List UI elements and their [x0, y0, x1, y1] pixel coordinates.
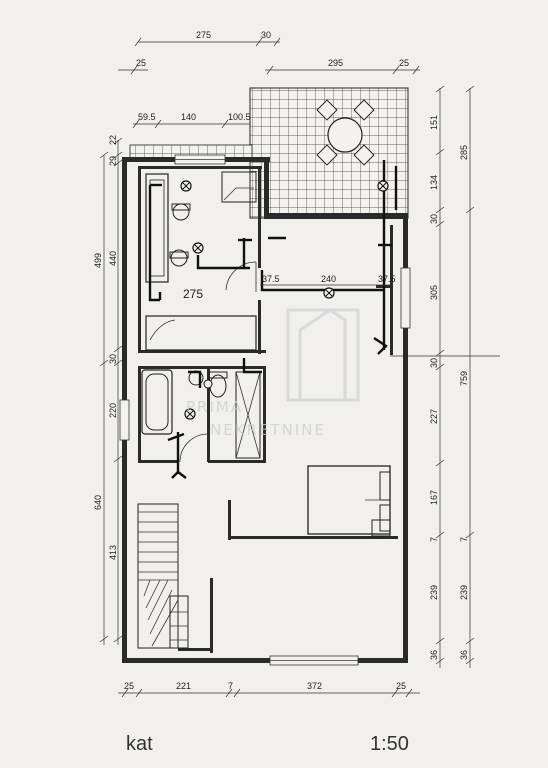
bottom-dim-7: 7 — [228, 681, 233, 691]
top-dim-25-right: 25 — [399, 58, 409, 68]
bedroom-furniture — [145, 171, 257, 351]
right-dim-30-a: 30 — [429, 214, 439, 224]
right-dim-30-b: 30 — [429, 358, 439, 368]
right-dim-167: 167 — [429, 490, 439, 505]
top-dim-295: 295 — [328, 58, 343, 68]
watermark: PRIMA NEKRETNINE — [186, 308, 360, 439]
top-dimension-lines: 275 30 25 295 25 59.5 140 100.5 30 — [118, 30, 420, 129]
right-dimension-lines: 151 134 30 305 30 227 167 7 239 36 285 7… — [390, 85, 500, 668]
top-dim-30: 30 — [261, 30, 271, 40]
plan-title: kat — [126, 733, 153, 755]
left-dim-440: 440 — [108, 251, 118, 266]
right-dim-36-outer: 36 — [459, 650, 469, 660]
living-furniture — [307, 465, 391, 537]
watermark-line2: NEKRETNINE — [210, 421, 326, 439]
left-dim-220: 220 — [108, 403, 118, 418]
left-dimension-lines: 22 29 440 30 220 413 499 640 — [93, 135, 123, 645]
left-dim-30: 30 — [108, 354, 118, 364]
inner-dim-37-5-right: 37.5 — [378, 274, 396, 284]
bottom-dim-25-left: 25 — [124, 681, 134, 691]
bottom-dim-372: 372 — [307, 681, 322, 691]
top-dim-59-5: 59.5 — [138, 112, 156, 122]
interior-walls — [138, 166, 398, 653]
top-dim-100-5: 100.5 — [228, 112, 251, 122]
terrace — [129, 87, 409, 219]
right-dim-36: 36 — [429, 650, 439, 660]
inner-dim-240: 240 — [321, 274, 336, 284]
bathroom-fixtures — [141, 369, 261, 463]
inner-dim-37-5-left: 37.5 — [262, 274, 280, 284]
pipework — [148, 160, 398, 479]
right-dim-759: 759 — [459, 371, 469, 386]
right-dim-151: 151 — [429, 115, 439, 130]
top-dim-140: 140 — [181, 112, 196, 122]
left-dim-29: 29 — [108, 156, 118, 166]
staircase — [137, 503, 189, 649]
left-dim-22: 22 — [108, 135, 118, 145]
right-dim-7: 7 — [429, 537, 439, 542]
left-dim-499: 499 — [93, 253, 103, 268]
windows — [119, 154, 411, 666]
right-dim-239: 239 — [429, 585, 439, 600]
right-dim-227: 227 — [429, 409, 439, 424]
plan-scale: 1:50 — [370, 733, 409, 755]
right-dim-7-outer: 7 — [459, 537, 469, 542]
top-dim-25-left: 25 — [136, 58, 146, 68]
right-dim-305: 305 — [429, 285, 439, 300]
right-dim-134: 134 — [429, 175, 439, 190]
bottom-dim-25-right: 25 — [396, 681, 406, 691]
inner-dimension-line: 37.5 240 37.5 — [260, 274, 396, 286]
left-dim-640: 640 — [93, 495, 103, 510]
terrace-table-set — [316, 99, 375, 166]
top-dim-275: 275 — [196, 30, 211, 40]
bottom-dimension-lines: 25 221 7 372 25 — [118, 681, 420, 698]
left-dim-413: 413 — [108, 545, 118, 560]
right-dim-285: 285 — [459, 145, 469, 160]
room-label: 275 — [183, 287, 203, 301]
bottom-dim-221: 221 — [176, 681, 191, 691]
right-dim-239-outer: 239 — [459, 585, 469, 600]
watermark-line1: PRIMA — [186, 398, 243, 416]
